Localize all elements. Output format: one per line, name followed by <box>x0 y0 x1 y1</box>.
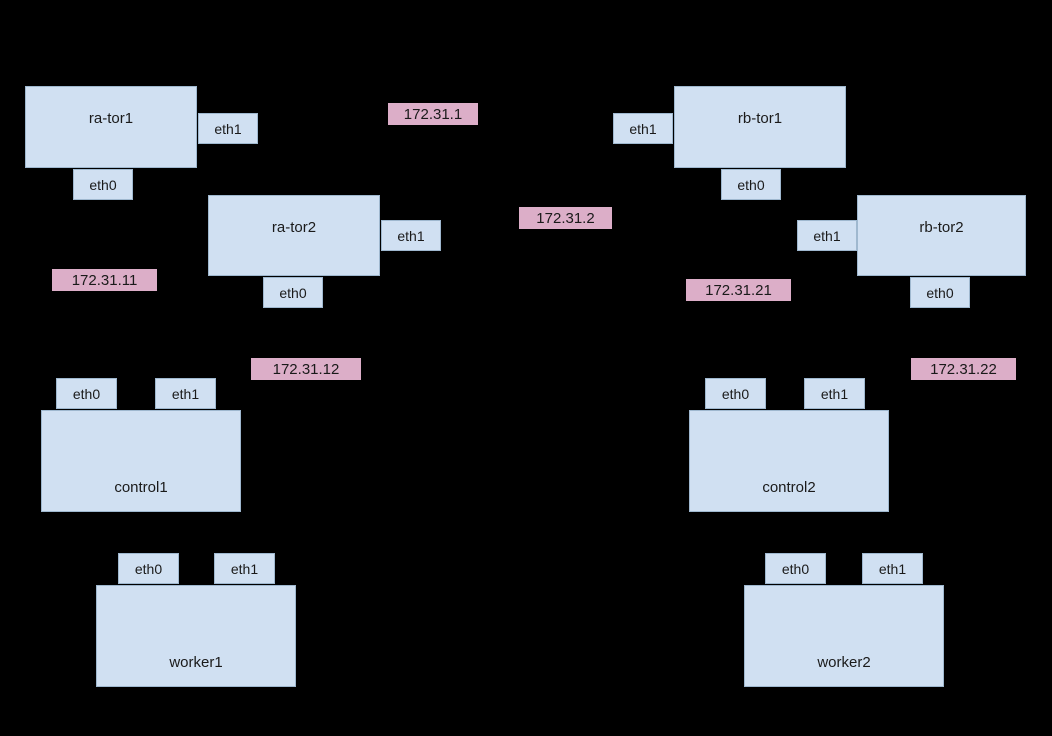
interface-label: eth1 <box>214 120 242 137</box>
interface-label: eth0 <box>721 385 750 402</box>
interface-label: eth0 <box>737 176 765 193</box>
node-control2[interactable]: control2 <box>689 410 889 512</box>
interface-ra-tor1-eth1[interactable]: eth1 <box>198 113 258 144</box>
interface-label: eth1 <box>629 120 657 137</box>
interface-label: eth1 <box>230 560 259 577</box>
interface-label: eth1 <box>878 560 907 577</box>
node-worker1[interactable]: worker1 <box>96 585 296 687</box>
node-label: rb-tor1 <box>737 110 783 127</box>
interface-worker2-eth0[interactable]: eth0 <box>765 553 826 584</box>
node-ra-tor1[interactable]: ra-tor1 <box>25 86 197 168</box>
node-label: control1 <box>114 479 168 496</box>
interface-worker2-eth1[interactable]: eth1 <box>862 553 923 584</box>
subnet-label-subnet-172-31-1[interactable]: 172.31.1 <box>388 103 478 125</box>
interface-control2-eth0[interactable]: eth0 <box>705 378 766 409</box>
interface-label: eth1 <box>397 227 425 244</box>
node-label: control2 <box>762 479 816 496</box>
interface-label: eth0 <box>89 176 117 193</box>
subnet-text: 172.31.12 <box>272 360 340 378</box>
node-rb-tor2[interactable]: rb-tor2 <box>857 195 1026 276</box>
subnet-text: 172.31.22 <box>930 360 997 378</box>
node-control1[interactable]: control1 <box>41 410 241 512</box>
interface-ra-tor1-eth0[interactable]: eth0 <box>73 169 133 200</box>
interface-rb-tor2-eth1[interactable]: eth1 <box>797 220 857 251</box>
node-label: worker1 <box>169 654 223 671</box>
interface-ra-tor2-eth0[interactable]: eth0 <box>263 277 323 308</box>
interface-label: eth0 <box>279 284 307 301</box>
interface-control1-eth0[interactable]: eth0 <box>56 378 117 409</box>
subnet-label-subnet-172-31-12[interactable]: 172.31.12 <box>251 358 361 380</box>
subnet-label-subnet-172-31-11[interactable]: 172.31.11 <box>52 269 157 291</box>
interface-label: eth0 <box>72 385 101 402</box>
node-label: worker2 <box>817 654 871 671</box>
subnet-label-subnet-172-31-2[interactable]: 172.31.2 <box>519 207 612 229</box>
subnet-text: 172.31.11 <box>71 271 138 289</box>
interface-label: eth0 <box>926 284 954 301</box>
node-label: ra-tor2 <box>271 219 317 236</box>
subnet-label-subnet-172-31-21[interactable]: 172.31.21 <box>686 279 791 301</box>
subnet-text: 172.31.1 <box>403 105 463 123</box>
node-label: rb-tor2 <box>919 219 964 236</box>
node-ra-tor2[interactable]: ra-tor2 <box>208 195 380 276</box>
interface-label: eth1 <box>171 385 200 402</box>
node-worker2[interactable]: worker2 <box>744 585 944 687</box>
interface-ra-tor2-eth1[interactable]: eth1 <box>381 220 441 251</box>
node-label: ra-tor1 <box>88 110 134 127</box>
interface-worker1-eth1[interactable]: eth1 <box>214 553 275 584</box>
interface-label: eth1 <box>813 227 841 244</box>
subnet-text: 172.31.2 <box>536 209 595 227</box>
interface-rb-tor1-eth1[interactable]: eth1 <box>613 113 673 144</box>
interface-rb-tor1-eth0[interactable]: eth0 <box>721 169 781 200</box>
interface-label: eth0 <box>134 560 163 577</box>
interface-control2-eth1[interactable]: eth1 <box>804 378 865 409</box>
interface-label: eth0 <box>781 560 810 577</box>
subnet-text: 172.31.21 <box>705 281 772 299</box>
interface-rb-tor2-eth0[interactable]: eth0 <box>910 277 970 308</box>
subnet-label-subnet-172-31-22[interactable]: 172.31.22 <box>911 358 1016 380</box>
interface-label: eth1 <box>820 385 849 402</box>
node-rb-tor1[interactable]: rb-tor1 <box>674 86 846 168</box>
interface-control1-eth1[interactable]: eth1 <box>155 378 216 409</box>
interface-worker1-eth0[interactable]: eth0 <box>118 553 179 584</box>
